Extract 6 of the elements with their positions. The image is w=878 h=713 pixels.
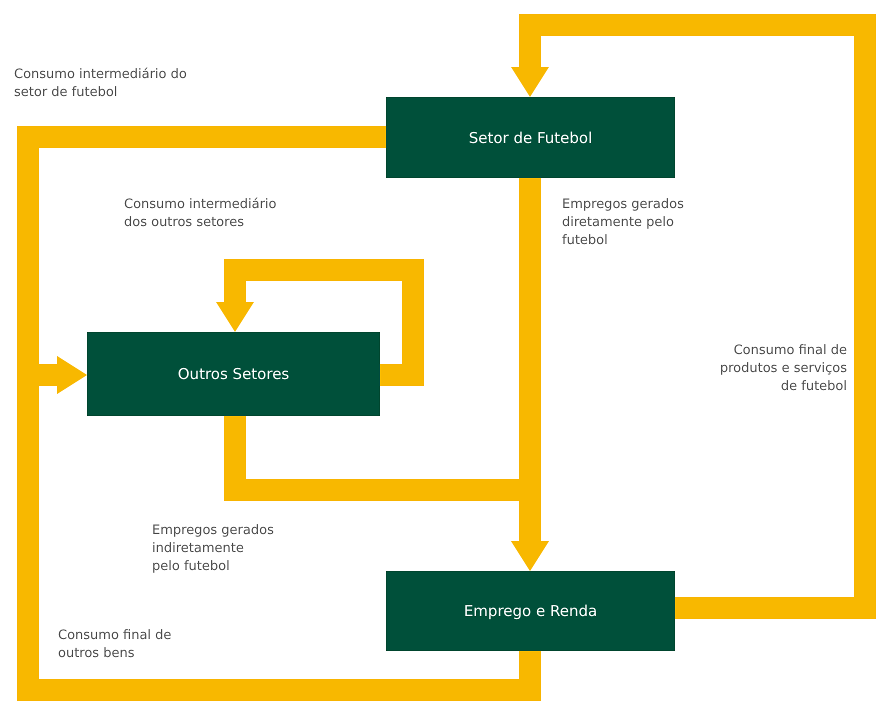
sector-box: Setor de Futebol [386,97,675,178]
sector-box: Emprego e Renda [386,571,675,651]
flow-arrow [17,356,541,701]
flow-arrow [216,259,424,386]
sector-box: Outros Setores [87,332,380,416]
flow-arrow [511,14,876,619]
